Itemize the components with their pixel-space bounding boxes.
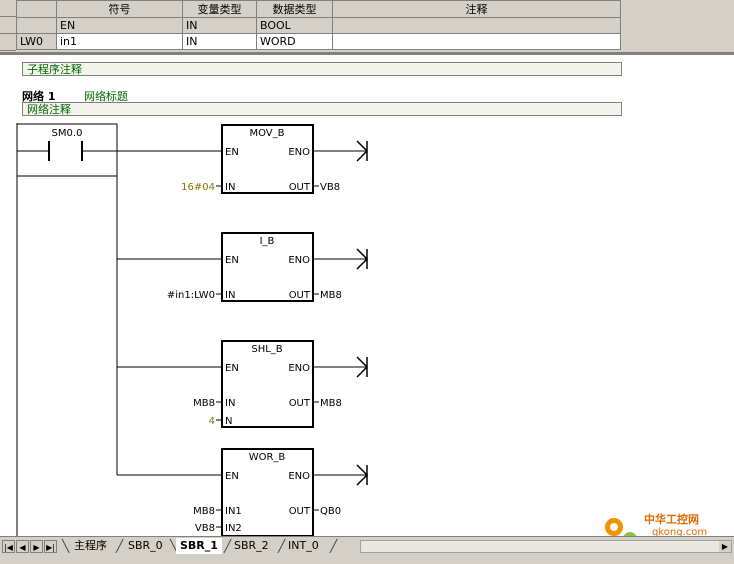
- col-header-var-type[interactable]: 变量类型: [182, 0, 257, 18]
- pin-in: IN: [225, 398, 235, 409]
- out-value: VB8: [320, 182, 340, 193]
- pin-in1: IN1: [225, 506, 242, 517]
- cell-symbol[interactable]: EN: [56, 17, 183, 34]
- variable-table: 符号 变量类型 数据类型 注释 EN IN BOOL LW0 in1 IN WO…: [0, 0, 734, 53]
- pou-tab-bar: |◀ ◀ ▶ ▶| ╲ 主程序 ╱ SBR_0 ╲ SBR_1 ╱ SBR_2 …: [0, 536, 734, 564]
- network-title[interactable]: 网络标题: [84, 90, 128, 103]
- tab-sbr-2[interactable]: SBR_2: [234, 539, 269, 552]
- cell-comment[interactable]: [332, 17, 621, 34]
- pin-in2: IN2: [225, 523, 242, 534]
- cell-var-type[interactable]: IN: [182, 33, 257, 50]
- logo-url: gkong.com: [652, 527, 708, 538]
- in-value: MB8: [193, 398, 215, 409]
- block-wor-b[interactable]: WOR_B EN ENO IN1 IN2 OUT MB8 VB8 QB0: [193, 448, 369, 536]
- tab-sbr-1[interactable]: SBR_1: [176, 538, 222, 554]
- logo-name: 中华工控网: [644, 513, 699, 526]
- pin-out: OUT: [289, 398, 311, 409]
- pin-out: OUT: [289, 506, 311, 517]
- pin-in: IN: [225, 182, 235, 193]
- in2-value: VB8: [195, 523, 215, 534]
- pin-in: IN: [225, 290, 235, 301]
- col-header-comment[interactable]: 注释: [332, 0, 621, 18]
- col-header-data-type[interactable]: 数据类型: [256, 0, 333, 18]
- block-shl-b[interactable]: SHL_B EN ENO IN N OUT MB8 4 MB8: [193, 340, 369, 428]
- prev-icon[interactable]: ◀: [16, 540, 29, 553]
- pin-en: EN: [225, 471, 239, 482]
- pin-eno: ENO: [288, 255, 310, 266]
- network-label: 网络 1: [22, 90, 56, 103]
- cell-symbol[interactable]: in1: [56, 33, 183, 50]
- pin-eno: ENO: [288, 147, 310, 158]
- block-i-b[interactable]: I_B EN ENO IN OUT #in1:LW0 MB8: [167, 232, 369, 302]
- pin-out: OUT: [289, 290, 311, 301]
- tab-int-0[interactable]: INT_0: [288, 539, 319, 552]
- next-icon[interactable]: ▶: [30, 540, 43, 553]
- in-value: 16#04: [181, 182, 215, 193]
- out-value: QB0: [320, 506, 341, 517]
- col-header-symbol[interactable]: 符号: [56, 0, 183, 18]
- row-header-column: [0, 0, 16, 52]
- pin-n: N: [225, 416, 232, 427]
- subroutine-comment[interactable]: 子程序注释: [22, 62, 622, 76]
- ladder-diagram[interactable]: SM0.0 MOV_B EN ENO IN OUT 16#04 VB8 I_B …: [0, 0, 734, 536]
- scroll-right-icon[interactable]: ▶: [719, 541, 731, 552]
- horizontal-scrollbar[interactable]: ▶: [360, 540, 732, 553]
- tab-sbr-0[interactable]: SBR_0: [128, 539, 163, 552]
- pin-en: EN: [225, 363, 239, 374]
- n-value: 4: [209, 416, 215, 427]
- tab-main[interactable]: 主程序: [74, 539, 107, 552]
- last-icon[interactable]: ▶|: [44, 540, 57, 553]
- first-icon[interactable]: |◀: [2, 540, 15, 553]
- pin-en: EN: [225, 255, 239, 266]
- pin-en: EN: [225, 147, 239, 158]
- out-value: MB8: [320, 290, 342, 301]
- row-addr: LW0: [16, 33, 57, 50]
- cell-comment[interactable]: [332, 33, 621, 50]
- variable-grid: 符号 变量类型 数据类型 注释 EN IN BOOL LW0 in1 IN WO…: [16, 0, 621, 50]
- out-value: MB8: [320, 398, 342, 409]
- block-name: WOR_B: [249, 452, 286, 463]
- block-name: I_B: [260, 236, 275, 247]
- network-comment[interactable]: 网络注释: [22, 102, 622, 116]
- block-name: MOV_B: [249, 128, 284, 139]
- contact-address: SM0.0: [52, 128, 83, 139]
- pin-eno: ENO: [288, 363, 310, 374]
- pin-out: OUT: [289, 182, 311, 193]
- row-addr: [16, 17, 57, 34]
- cell-data-type[interactable]: BOOL: [256, 17, 333, 34]
- cell-data-type[interactable]: WORD: [256, 33, 333, 50]
- pin-eno: ENO: [288, 471, 310, 482]
- contact-cell[interactable]: [16, 123, 118, 177]
- in-value: #in1:LW0: [167, 290, 215, 301]
- in1-value: MB8: [193, 506, 215, 517]
- block-name: SHL_B: [251, 344, 282, 355]
- block-mov-b[interactable]: MOV_B EN ENO IN OUT 16#04 VB8: [181, 124, 369, 194]
- ladder-editor[interactable]: [0, 53, 734, 538]
